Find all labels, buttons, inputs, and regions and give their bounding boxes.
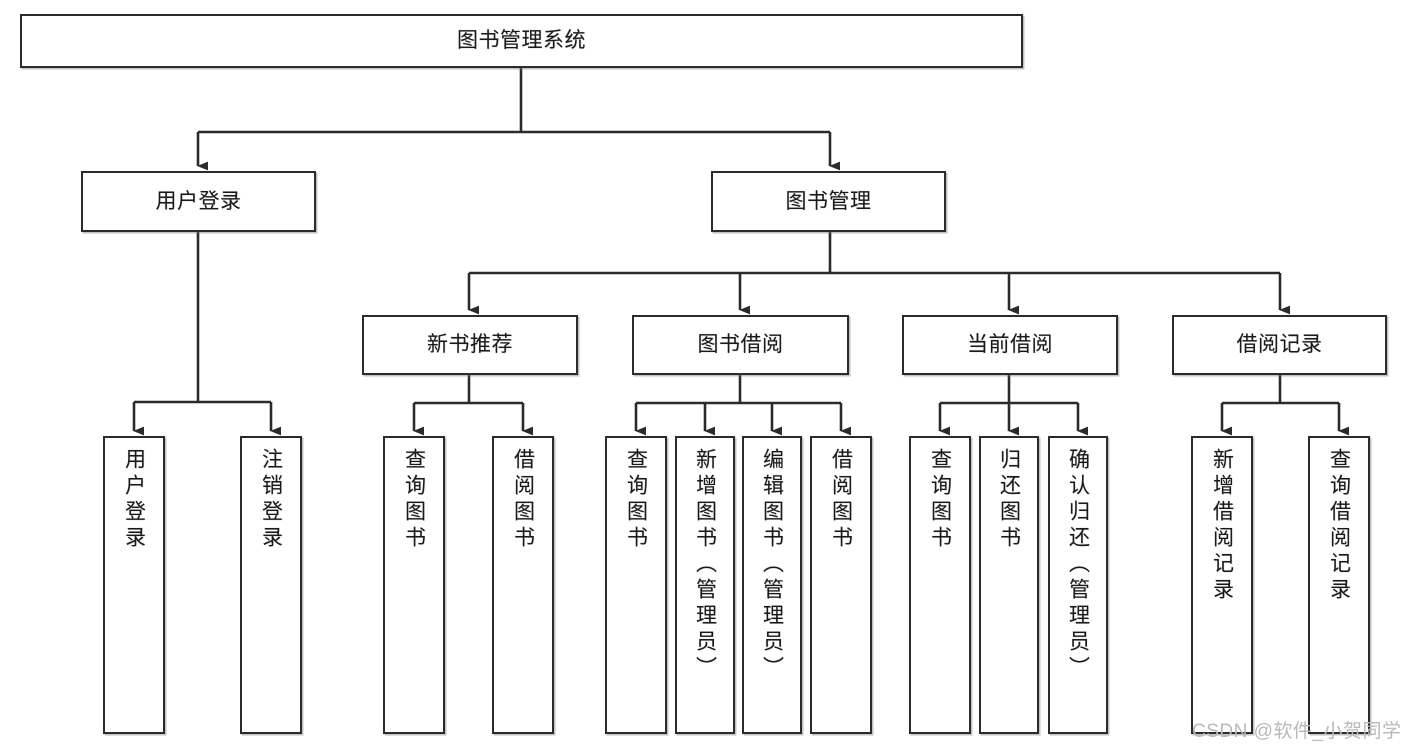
leaf-add-borrow-record[interactable]: 新增借阅记录 (1191, 436, 1253, 734)
leaf-user-login[interactable]: 用户登录 (103, 436, 165, 734)
leaf-query-book-1[interactable]: 查询图书 (383, 436, 445, 734)
leaf-return-book[interactable]: 归还图书 (979, 436, 1039, 734)
leaf-query-borrow-record-label: 查询借阅记录 (1327, 448, 1351, 604)
leaf-borrow-book-2-label: 借阅图书 (829, 448, 853, 552)
node-borrow-record-label: 借阅记录 (1236, 333, 1323, 357)
node-borrow-record[interactable]: 借阅记录 (1172, 315, 1387, 375)
leaf-logout-login[interactable]: 注销登录 (240, 436, 302, 734)
leaf-edit-book-admin[interactable]: 编辑图书（管理员） (742, 436, 802, 734)
leaf-borrow-book-2[interactable]: 借阅图书 (810, 436, 872, 734)
leaf-confirm-return-admin[interactable]: 确认归还（管理员） (1048, 436, 1108, 734)
leaf-query-book-3[interactable]: 查询图书 (909, 436, 971, 734)
leaf-return-book-label: 归还图书 (997, 448, 1021, 552)
node-user-login[interactable]: 用户登录 (81, 171, 316, 232)
leaf-add-book-admin-label: 新增图书（管理员） (693, 448, 717, 682)
leaf-query-book-3-label: 查询图书 (928, 448, 952, 552)
node-book-management[interactable]: 图书管理 (711, 171, 946, 232)
leaf-user-login-label: 用户登录 (122, 448, 146, 552)
leaf-query-book-2-label: 查询图书 (624, 448, 648, 552)
node-book-borrow[interactable]: 图书借阅 (632, 315, 849, 375)
node-current-borrow[interactable]: 当前借阅 (902, 315, 1118, 375)
node-book-management-label: 图书管理 (785, 189, 872, 213)
leaf-borrow-book-1-label: 借阅图书 (511, 448, 535, 552)
leaf-logout-login-label: 注销登录 (259, 448, 283, 552)
node-current-borrow-label: 当前借阅 (967, 333, 1053, 357)
node-book-borrow-label: 图书借阅 (697, 333, 784, 357)
leaf-borrow-book-1[interactable]: 借阅图书 (492, 436, 554, 734)
leaf-query-borrow-record[interactable]: 查询借阅记录 (1308, 436, 1370, 734)
leaf-confirm-return-admin-label: 确认归还（管理员） (1066, 448, 1090, 682)
leaf-edit-book-admin-label: 编辑图书（管理员） (760, 448, 784, 682)
node-root-label: 图书管理系统 (457, 29, 586, 53)
node-new-book-recommend[interactable]: 新书推荐 (362, 315, 578, 375)
leaf-add-book-admin[interactable]: 新增图书（管理员） (675, 436, 735, 734)
node-root-system[interactable]: 图书管理系统 (20, 14, 1023, 68)
leaf-query-book-2[interactable]: 查询图书 (605, 436, 667, 734)
leaf-add-borrow-record-label: 新增借阅记录 (1210, 448, 1234, 604)
leaf-query-book-1-label: 查询图书 (402, 448, 426, 552)
node-user-login-label: 用户登录 (155, 189, 242, 213)
node-new-book-recommend-label: 新书推荐 (427, 333, 513, 357)
